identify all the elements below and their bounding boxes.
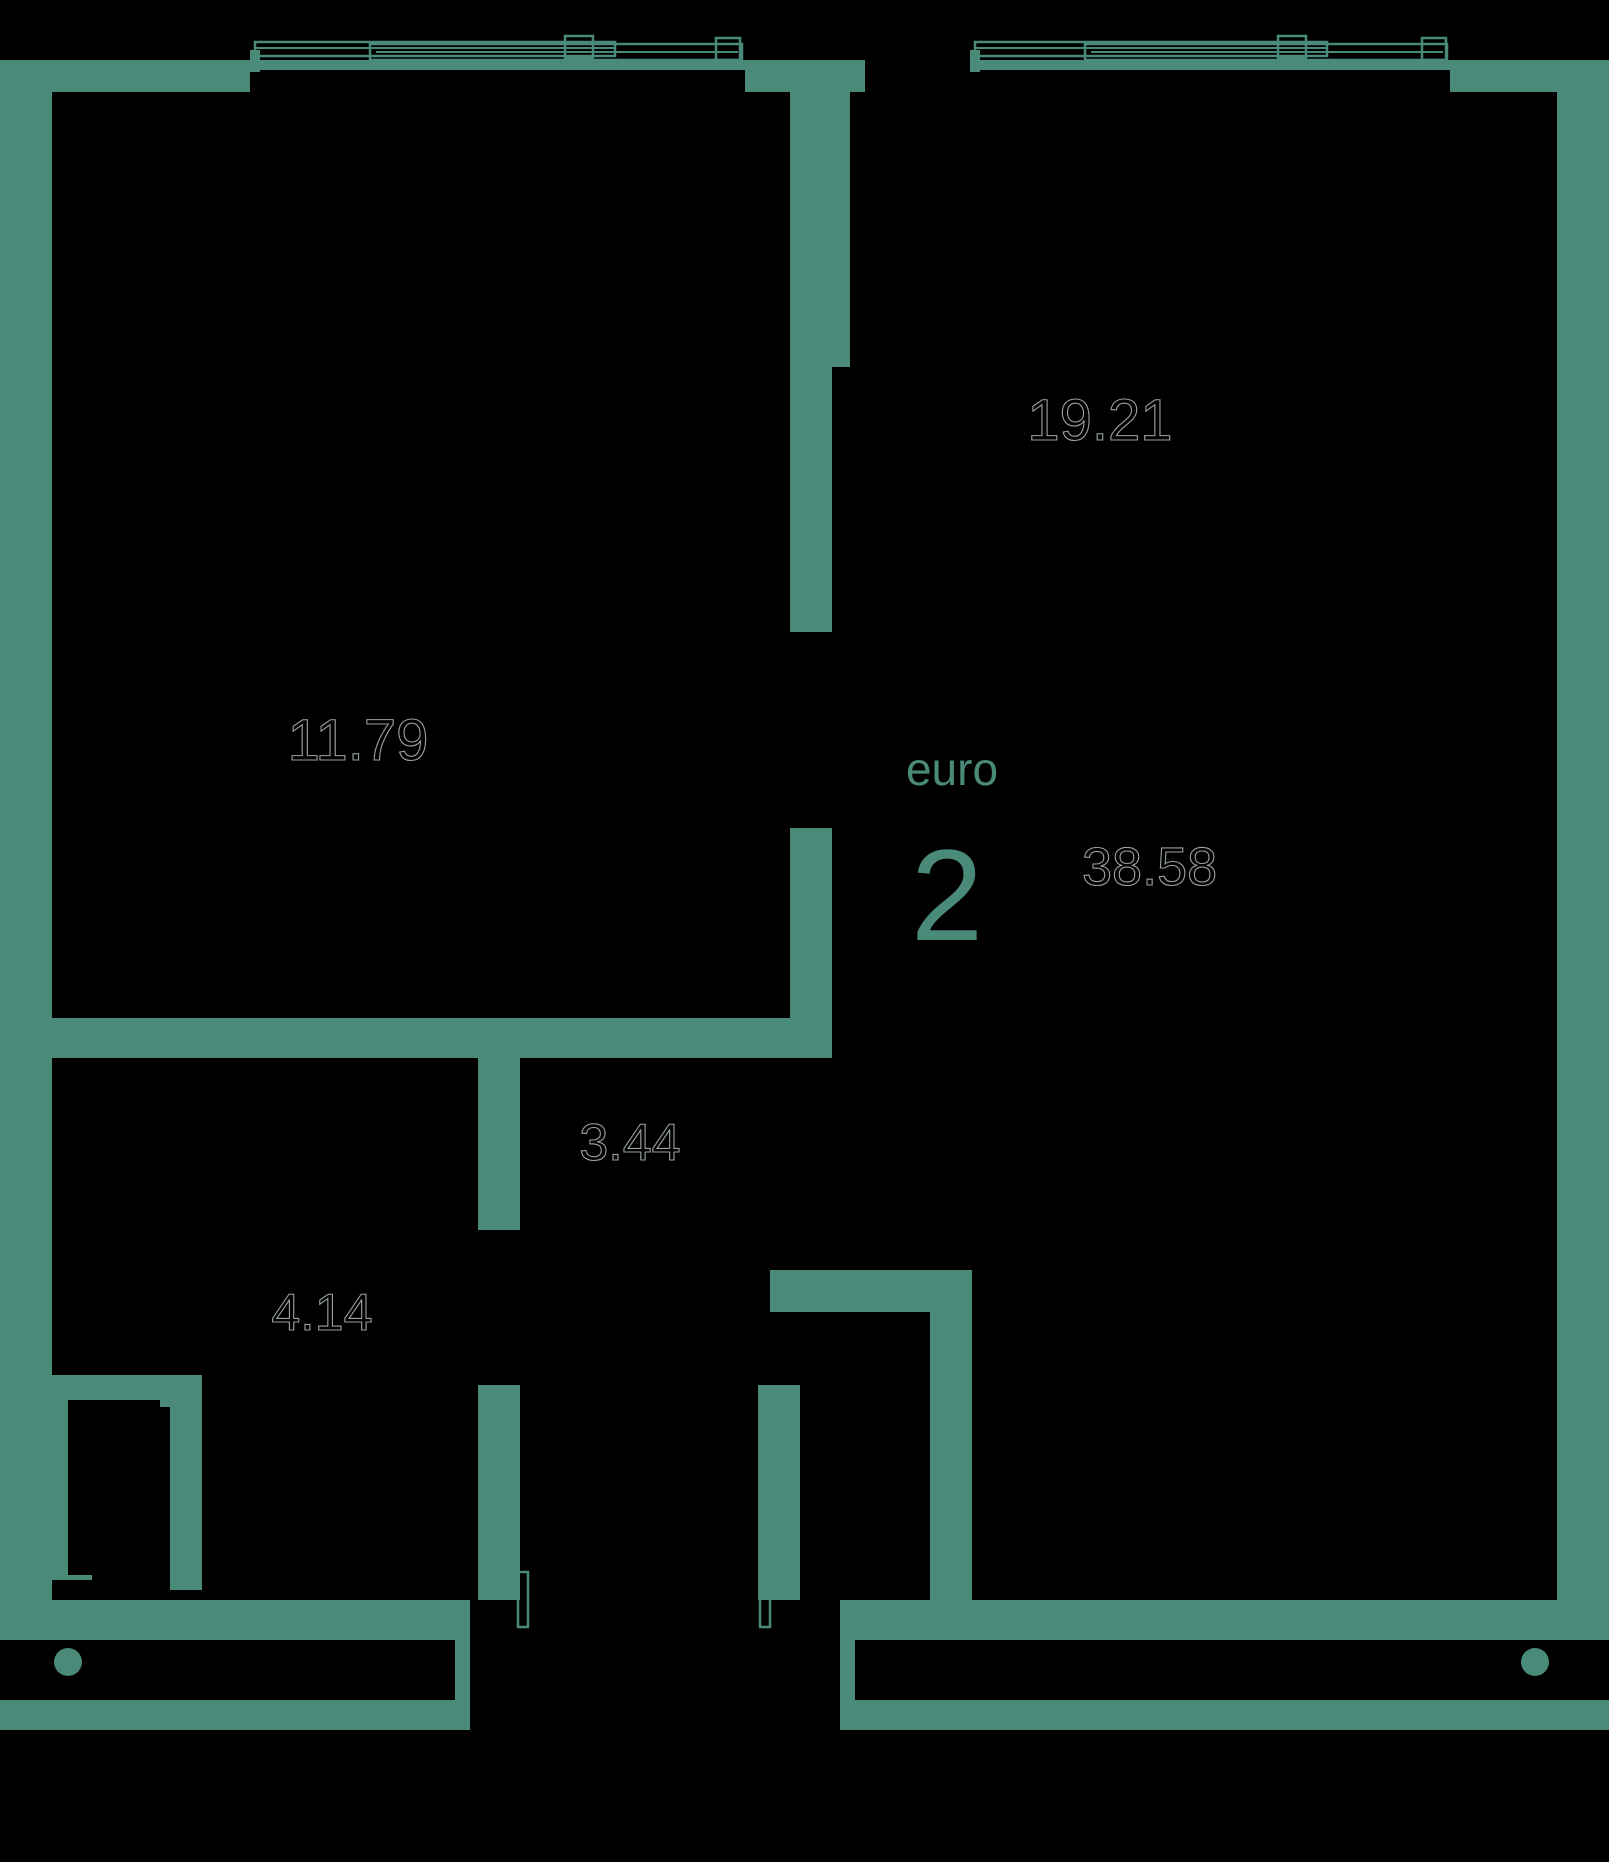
wall-bath-hall-upper <box>478 1040 520 1230</box>
door-jamb-left <box>516 1570 530 1629</box>
label-hall-area: 3.44 <box>579 1114 680 1172</box>
label-bedroom-area: 19.21 <box>1027 388 1172 453</box>
wall-hall-right-upper <box>758 1385 800 1600</box>
brand-label: euro <box>906 743 998 795</box>
wall-top-left-nub <box>0 60 250 92</box>
balcony-left <box>0 1600 470 1730</box>
window-top-right <box>970 34 1450 72</box>
wall-center-lower <box>790 828 832 1020</box>
balcony-right <box>840 1600 1609 1730</box>
door-jamb-right <box>758 1570 772 1629</box>
wall-exterior-left <box>0 60 52 1600</box>
label-bathroom-area: 4.14 <box>271 1284 372 1342</box>
circle-post-icon-right <box>1521 1648 1549 1676</box>
wall-right-room-left <box>930 1270 972 1600</box>
label-living-room-area: 11.79 <box>288 708 429 773</box>
door-openings <box>516 1570 772 1629</box>
wall-bath-hall-lower <box>478 1385 520 1600</box>
wall-bath-fixture-right <box>170 1375 202 1590</box>
wall-center-mid <box>790 367 832 632</box>
wall-top-center-pier <box>745 60 865 92</box>
rooms-count: 2 <box>911 822 983 968</box>
total-area: 38.58 <box>1082 837 1217 897</box>
window-top-left <box>250 34 745 72</box>
wall-center-upper <box>790 92 850 367</box>
wall-exterior-right <box>1557 60 1609 1620</box>
exterior-walls <box>0 60 1609 1640</box>
interior-walls <box>52 92 1557 1640</box>
bathtub-void <box>68 1400 160 1575</box>
wall-living-bottom <box>52 1018 832 1058</box>
circle-post-icon-left <box>54 1648 82 1676</box>
